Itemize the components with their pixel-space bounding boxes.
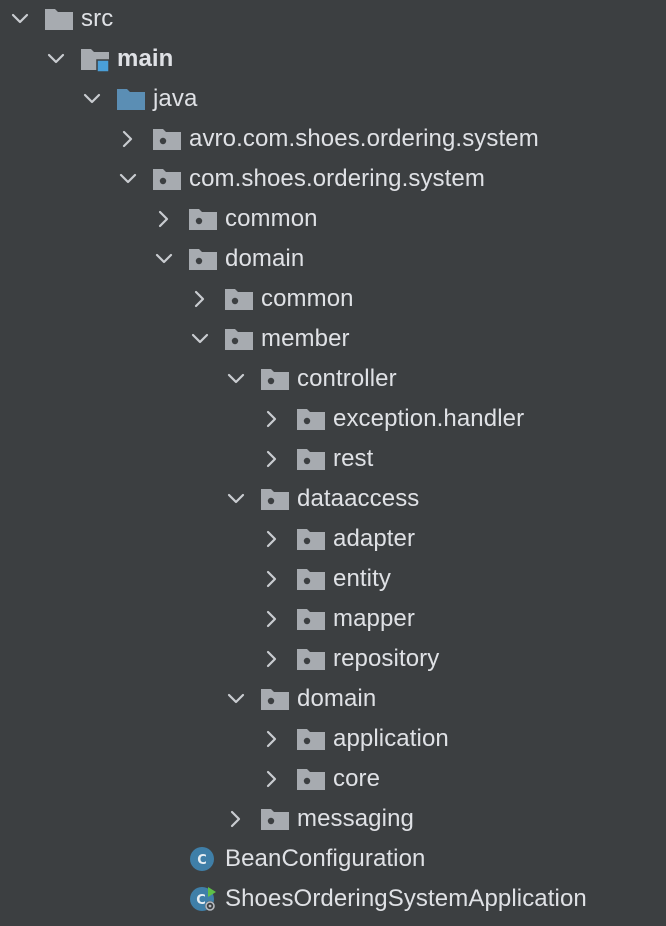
tree-folder-row[interactable]: entity	[260, 559, 391, 599]
chevron-right-icon[interactable]	[260, 767, 284, 791]
tree-folder-row[interactable]: common	[152, 199, 318, 239]
tree-folder-row[interactable]: main	[44, 39, 173, 79]
package-icon	[296, 446, 326, 472]
tree-item-label: adapter	[333, 525, 416, 552]
spring-boot-application-class-icon: C	[188, 886, 218, 912]
chevron-down-icon[interactable]	[188, 327, 212, 351]
tree-folder-row[interactable]: avro.com.shoes.ordering.system	[116, 119, 539, 159]
tree-folder-row[interactable]: com.shoes.ordering.system	[116, 159, 485, 199]
chevron-right-icon[interactable]	[116, 127, 140, 151]
tree-item-label: entity	[333, 565, 391, 592]
tree-item-label: mapper	[333, 605, 415, 632]
chevron-down-icon[interactable]	[8, 7, 32, 31]
chevron-right-icon[interactable]	[260, 447, 284, 471]
tree-file-row[interactable]: C ShoesOrderingSystemApplication	[152, 879, 587, 919]
package-icon	[296, 646, 326, 672]
tree-folder-row[interactable]: domain	[224, 679, 376, 719]
tree-folder-row[interactable]: application	[260, 719, 449, 759]
java-source-folder-icon	[116, 86, 146, 112]
chevron-right-icon[interactable]	[224, 807, 248, 831]
tree-item-label: avro.com.shoes.ordering.system	[189, 125, 539, 152]
tree-item-label: com.shoes.ordering.system	[189, 165, 485, 192]
package-icon	[260, 486, 290, 512]
tree-item-label: core	[333, 765, 381, 792]
package-icon	[224, 286, 254, 312]
tree-item-label: common	[225, 205, 318, 232]
chevron-right-icon[interactable]	[152, 207, 176, 231]
tree-folder-row[interactable]: mapper	[260, 599, 415, 639]
tree-item-label: member	[261, 325, 350, 352]
package-icon	[152, 166, 182, 192]
package-icon	[260, 686, 290, 712]
tree-folder-row[interactable]: member	[188, 319, 350, 359]
package-icon	[188, 206, 218, 232]
tree-folder-row[interactable]: repository	[260, 639, 439, 679]
tree-item-label: messaging	[297, 805, 414, 832]
chevron-down-icon[interactable]	[152, 247, 176, 271]
tree-file-row[interactable]: C BeanConfiguration	[152, 839, 426, 879]
svg-text:C: C	[197, 853, 207, 868]
folder-icon	[44, 6, 74, 32]
tree-item-label: common	[261, 285, 354, 312]
tree-folder-row[interactable]: src	[8, 0, 113, 39]
tree-item-label: dataaccess	[297, 485, 420, 512]
chevron-down-icon[interactable]	[224, 487, 248, 511]
tree-folder-row[interactable]: exception.handler	[260, 399, 524, 439]
tree-item-label: domain	[225, 245, 305, 272]
package-icon	[224, 326, 254, 352]
chevron-down-icon[interactable]	[224, 367, 248, 391]
tree-item-label: repository	[333, 645, 440, 672]
package-icon	[296, 726, 326, 752]
package-icon	[296, 406, 326, 432]
package-icon	[296, 606, 326, 632]
package-icon	[296, 526, 326, 552]
package-icon	[188, 246, 218, 272]
java-class-icon: C	[188, 846, 218, 872]
chevron-down-icon[interactable]	[224, 687, 248, 711]
chevron-right-icon[interactable]	[260, 407, 284, 431]
tree-folder-row[interactable]: messaging	[224, 799, 414, 839]
tree-item-label: rest	[333, 445, 374, 472]
tree-item-label: domain	[297, 685, 377, 712]
tree-item-label: exception.handler	[333, 405, 525, 432]
tree-folder-row[interactable]: java	[80, 79, 197, 119]
chevron-right-icon[interactable]	[260, 527, 284, 551]
tree-item-label: java	[153, 85, 198, 112]
tree-item-label: main	[117, 45, 174, 72]
tree-folder-row[interactable]: core	[260, 759, 380, 799]
package-icon	[296, 566, 326, 592]
chevron-down-icon[interactable]	[80, 87, 104, 111]
tree-folder-row[interactable]: common	[188, 279, 354, 319]
chevron-right-icon[interactable]	[188, 287, 212, 311]
tree-folder-row[interactable]: adapter	[260, 519, 415, 559]
chevron-down-icon[interactable]	[116, 167, 140, 191]
tree-item-label: controller	[297, 365, 397, 392]
package-icon	[296, 766, 326, 792]
source-root-folder-icon	[80, 46, 110, 72]
chevron-right-icon[interactable]	[260, 567, 284, 591]
tree-item-label: src	[81, 5, 114, 32]
tree-folder-row[interactable]: controller	[224, 359, 397, 399]
tree-item-label: application	[333, 725, 449, 752]
tree-folder-row[interactable]: dataaccess	[224, 479, 419, 519]
chevron-right-icon[interactable]	[260, 727, 284, 751]
package-icon	[152, 126, 182, 152]
package-icon	[260, 806, 290, 832]
tree-folder-row[interactable]: domain	[152, 239, 304, 279]
tree-item-label: BeanConfiguration	[225, 845, 426, 872]
chevron-right-icon[interactable]	[260, 607, 284, 631]
chevron-right-icon[interactable]	[260, 647, 284, 671]
package-icon	[260, 366, 290, 392]
svg-text:C: C	[196, 893, 206, 908]
chevron-down-icon[interactable]	[44, 47, 68, 71]
tree-item-label: ShoesOrderingSystemApplication	[225, 885, 587, 912]
tree-folder-row[interactable]: rest	[260, 439, 373, 479]
